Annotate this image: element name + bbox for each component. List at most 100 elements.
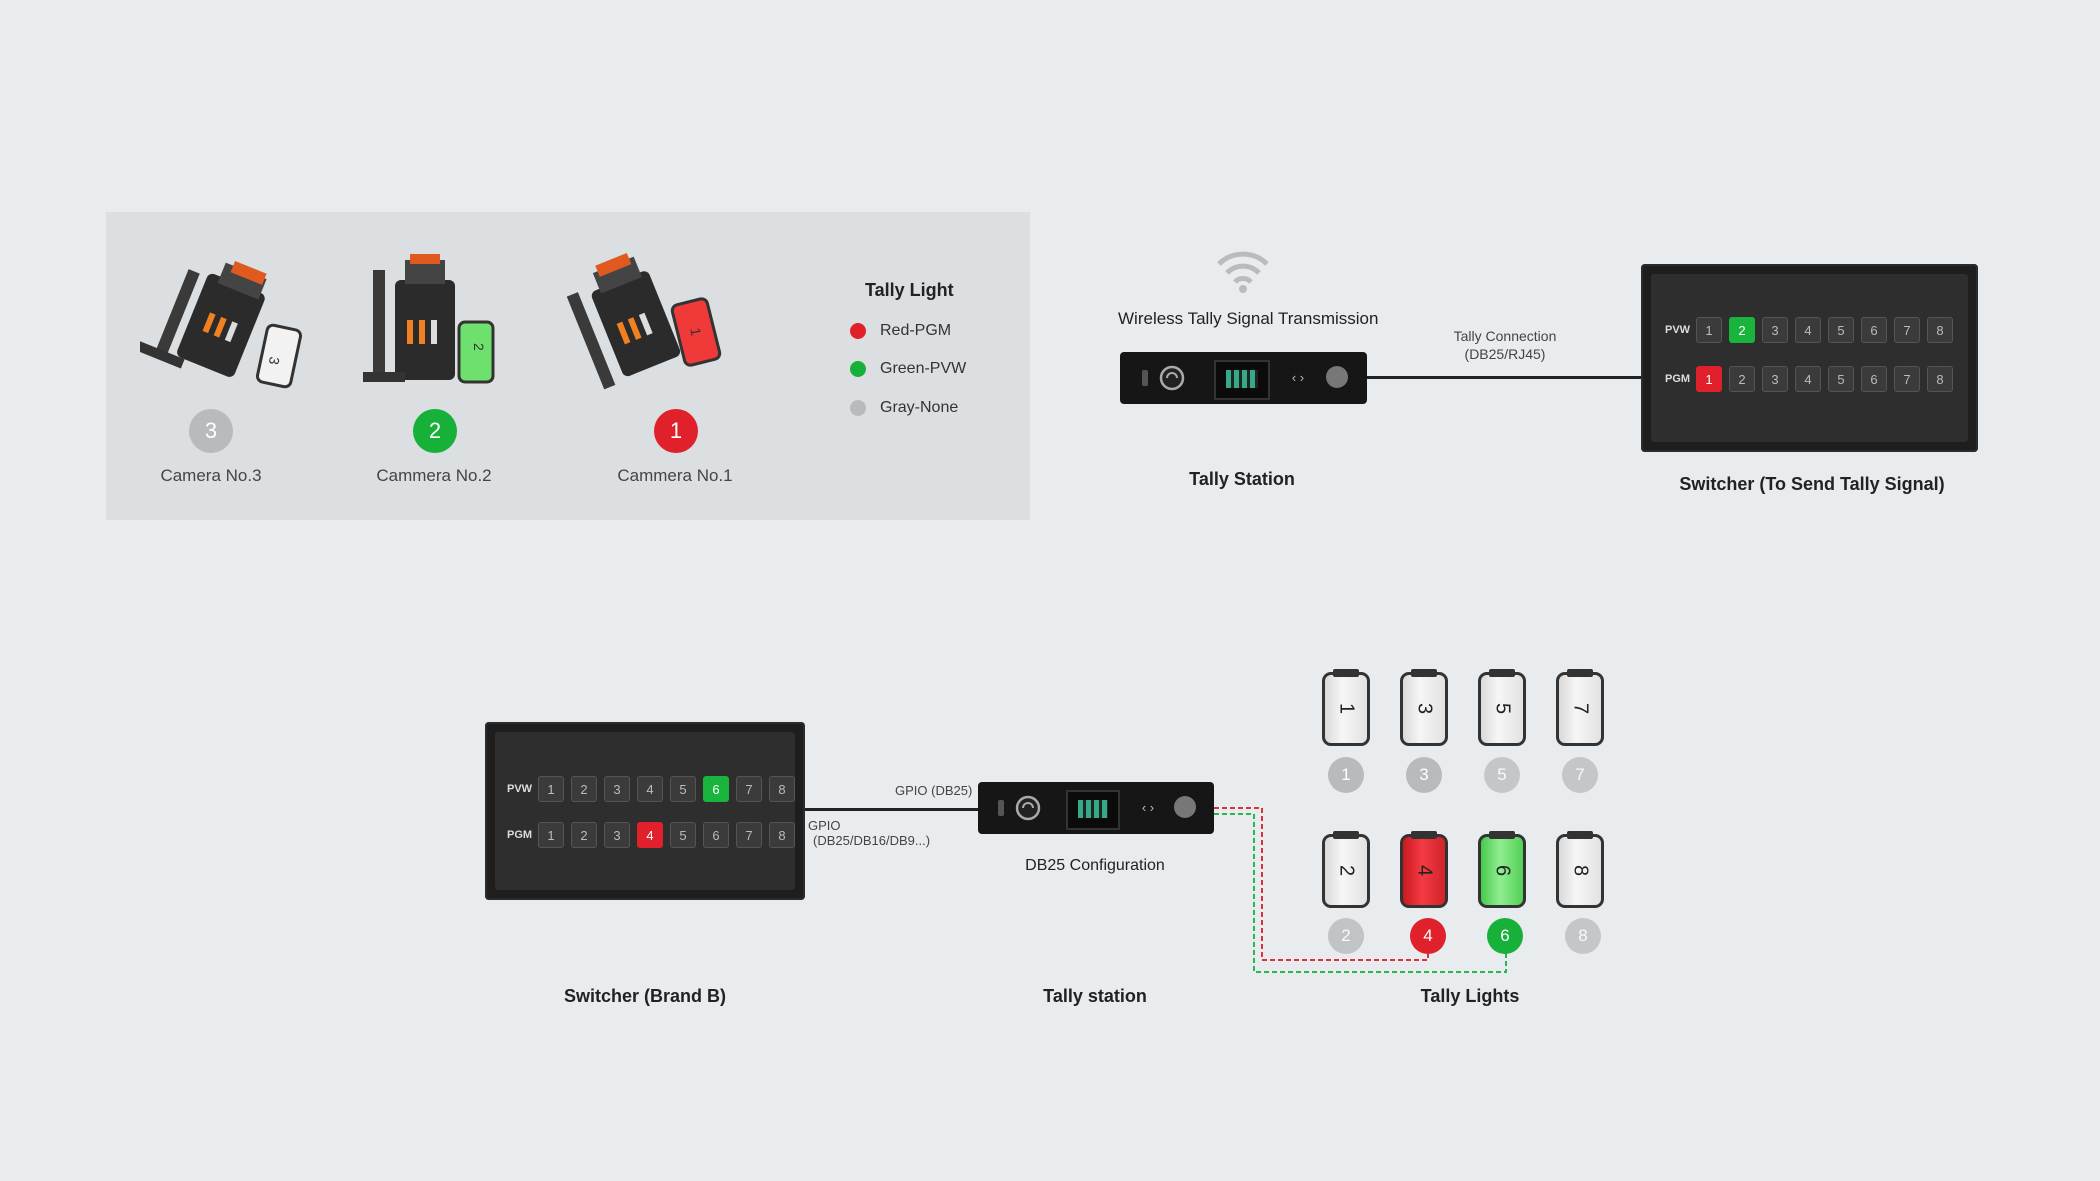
- top-switcher: PVW 1 2 3 4 5 6 7 8 PGM 1 2 3 4 5 6 7 8: [1641, 264, 1978, 452]
- tally-badge-5: 5: [1484, 757, 1520, 793]
- tally-badge-8: 8: [1565, 918, 1601, 954]
- tally-badge-7: 7: [1562, 757, 1598, 793]
- camera-1-illustration: 1: [566, 252, 722, 390]
- pvw-key-2[interactable]: 2: [1729, 317, 1755, 343]
- camera-2-label: Cammera No.2: [376, 466, 492, 485]
- db25-configuration-label: DB25 Configuration: [1025, 857, 1165, 874]
- tally-badge-6: 6: [1487, 918, 1523, 954]
- pvw-key-6[interactable]: 6: [703, 776, 729, 802]
- camera-1-label: Cammera No.1: [617, 466, 733, 485]
- red-dot-icon: [850, 323, 866, 339]
- tally-connection-sublabel: (DB25/RJ45): [1464, 346, 1546, 362]
- pvw-key-3[interactable]: 3: [604, 776, 630, 802]
- tally-badge-2: 2: [1328, 918, 1364, 954]
- gpio-db25-label: GPIO (DB25): [895, 783, 973, 798]
- station-screen: [1214, 360, 1270, 400]
- tally-light-8: 8: [1556, 831, 1604, 908]
- pvw-key-8[interactable]: 8: [769, 776, 795, 802]
- pgm-key-8[interactable]: 8: [1927, 366, 1953, 392]
- camera-3-badge: 3: [189, 409, 233, 453]
- bottom-switcher-caption: Switcher (Brand B): [563, 986, 727, 1006]
- pgm-key-6[interactable]: 6: [1861, 366, 1887, 392]
- pgm-key-4[interactable]: 4: [637, 822, 663, 848]
- pvw-key-3[interactable]: 3: [1762, 317, 1788, 343]
- pgm-label: PGM: [1665, 373, 1691, 385]
- tally-station-device: ‹ ›: [1120, 352, 1367, 404]
- nav-arrows-icon: ‹ ›: [1141, 800, 1155, 815]
- pgm-key-5[interactable]: 5: [670, 822, 696, 848]
- pvw-key-2[interactable]: 2: [571, 776, 597, 802]
- green-dot-icon: [850, 361, 866, 377]
- pgm-key-4[interactable]: 4: [1795, 366, 1821, 392]
- tally-light-3: 3: [1400, 669, 1448, 746]
- tally-lights-caption: Tally Lights: [1420, 986, 1520, 1006]
- dial-knob-icon: [1174, 796, 1196, 818]
- tally-light-7: 7: [1556, 669, 1604, 746]
- legend-item-label: Red-PGM: [880, 322, 952, 339]
- station-screen: [1066, 790, 1120, 830]
- dial-knob-icon: [1326, 366, 1348, 388]
- pvw-key-7[interactable]: 7: [1894, 317, 1920, 343]
- pgm-key-1[interactable]: 1: [538, 822, 564, 848]
- pvw-label: PVW: [1665, 324, 1691, 336]
- tally-light-5: 5: [1478, 669, 1526, 746]
- tally-light-2: 2: [1322, 831, 1370, 908]
- pgm-key-3[interactable]: 3: [1762, 366, 1788, 392]
- tally-light-4: 4: [1400, 831, 1448, 908]
- pvw-key-6[interactable]: 6: [1861, 317, 1887, 343]
- pvw-key-1[interactable]: 1: [1696, 317, 1722, 343]
- pgm-key-7[interactable]: 7: [736, 822, 762, 848]
- pgm-key-3[interactable]: 3: [604, 822, 630, 848]
- legend-item-label: Gray-None: [880, 399, 959, 416]
- bottom-tally-station-caption: Tally station: [1043, 986, 1147, 1006]
- legend-item-label: Green-PVW: [880, 360, 967, 377]
- top-switcher-caption: Switcher (To Send Tally Signal): [1679, 474, 1945, 494]
- bottom-tally-station-device: ‹ ›: [978, 782, 1214, 834]
- tally-badge-4: 4: [1410, 918, 1446, 954]
- camera-3-illustration: 3: [140, 260, 303, 389]
- pvw-key-5[interactable]: 5: [670, 776, 696, 802]
- tally-badge-1: 1: [1328, 757, 1364, 793]
- power-knob-icon: [1159, 365, 1185, 391]
- legend-item-green: Green-PVW: [850, 360, 966, 378]
- camera-2-badge: 2: [413, 409, 457, 453]
- camera-3-label: Camera No.3: [160, 466, 262, 485]
- pgm-key-7[interactable]: 7: [1894, 366, 1920, 392]
- tally-light-6: 6: [1478, 831, 1526, 908]
- wireless-label: Wireless Tally Signal Transmission: [1118, 309, 1379, 328]
- gray-dot-icon: [850, 400, 866, 416]
- svg-text:2: 2: [471, 343, 487, 351]
- pvw-key-1[interactable]: 1: [538, 776, 564, 802]
- top-switcher-pvw-row: PVW 1 2 3 4 5 6 7 8: [1665, 317, 1953, 343]
- wifi-icon: [1217, 251, 1269, 293]
- pgm-key-6[interactable]: 6: [703, 822, 729, 848]
- pvw-label: PVW: [507, 783, 533, 795]
- pvw-key-7[interactable]: 7: [736, 776, 762, 802]
- tally-connection-line: [1367, 376, 1641, 379]
- bottom-switcher-pgm-row: PGM 1 2 3 4 5 6 7 8: [507, 822, 795, 848]
- legend-item-gray: Gray-None: [850, 399, 958, 417]
- gpio-label: GPIO: [808, 818, 841, 833]
- pvw-key-5[interactable]: 5: [1828, 317, 1854, 343]
- tally-connection-label: Tally Connection: [1453, 328, 1557, 344]
- pgm-key-2[interactable]: 2: [571, 822, 597, 848]
- svg-text:1: 1: [687, 327, 704, 338]
- legend-title: Tally Light: [865, 280, 954, 300]
- pvw-key-8[interactable]: 8: [1927, 317, 1953, 343]
- camera-1-badge: 1: [654, 409, 698, 453]
- tally-station-caption: Tally Station: [1189, 469, 1295, 489]
- tally-badge-3: 3: [1406, 757, 1442, 793]
- camera-2-illustration: 2: [363, 254, 495, 384]
- gpio-connectors-label: (DB25/DB16/DB9...): [813, 833, 931, 848]
- gpio-connection-line: [805, 808, 978, 811]
- tally-light-1: 1: [1322, 669, 1370, 746]
- power-knob-icon: [1015, 795, 1041, 821]
- pgm-key-5[interactable]: 5: [1828, 366, 1854, 392]
- pgm-label: PGM: [507, 829, 533, 841]
- pvw-key-4[interactable]: 4: [637, 776, 663, 802]
- pgm-key-1[interactable]: 1: [1696, 366, 1722, 392]
- pvw-key-4[interactable]: 4: [1795, 317, 1821, 343]
- pgm-key-8[interactable]: 8: [769, 822, 795, 848]
- pgm-key-2[interactable]: 2: [1729, 366, 1755, 392]
- bottom-switcher-pvw-row: PVW 1 2 3 4 5 6 7 8: [507, 776, 795, 802]
